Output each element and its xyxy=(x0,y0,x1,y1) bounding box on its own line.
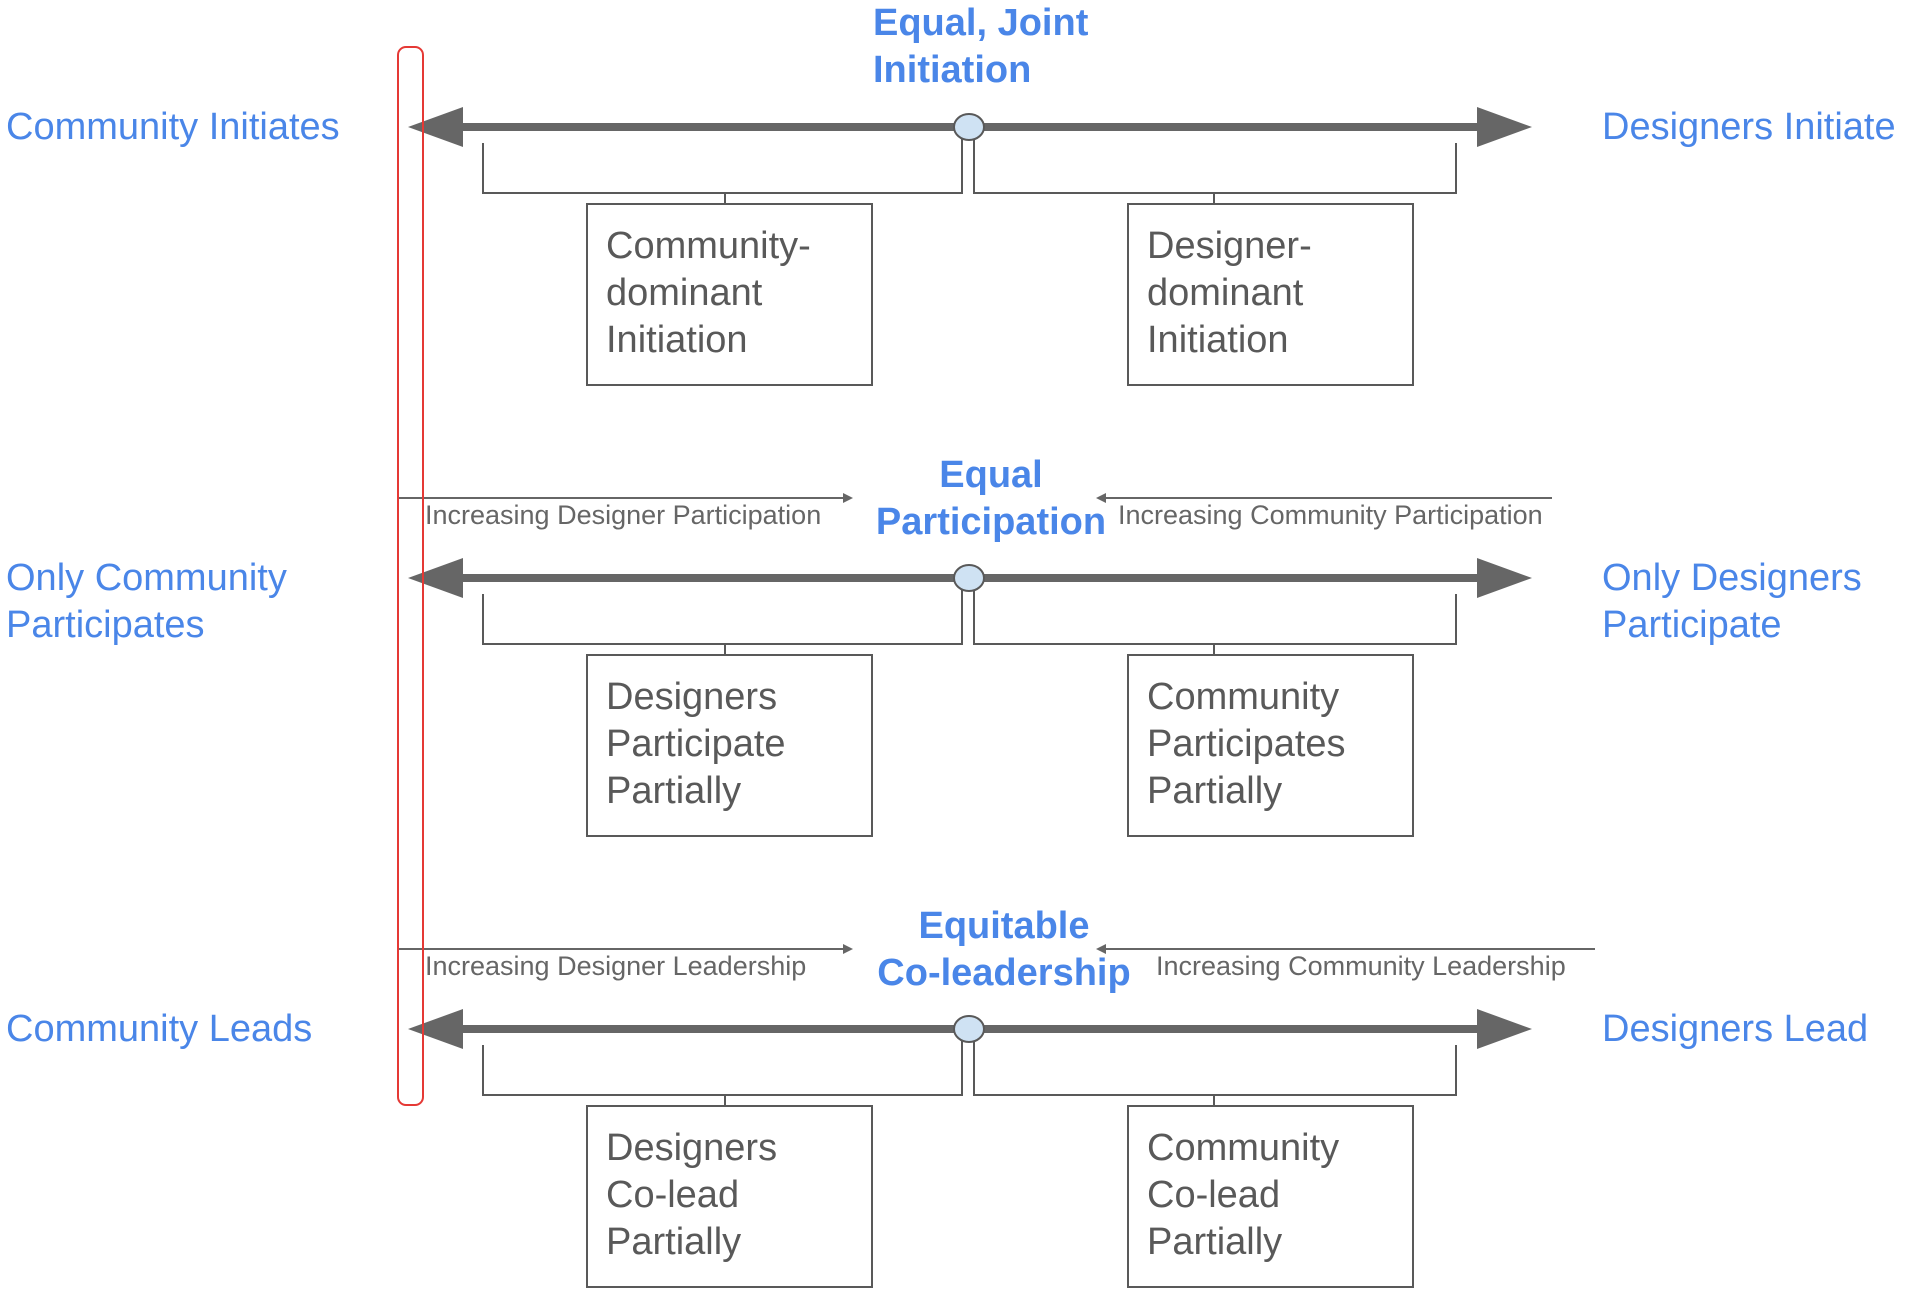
row-1-title: Equal, Joint Initiation xyxy=(873,0,1088,94)
row-2-left-box-line-1: Designers xyxy=(606,676,778,718)
row-1-right-box-line-3: Initiation xyxy=(1147,319,1289,361)
row-3-right-arrow-text: Increasing Community Leadership xyxy=(1156,951,1566,981)
row-1-right-bracket xyxy=(973,137,1457,194)
row-2-right-box-line-1: Community xyxy=(1147,676,1340,718)
row-1-title-line-2: Initiation xyxy=(873,49,1032,91)
row-2-right-arrow-text: Increasing Community Participation xyxy=(1118,500,1543,530)
row-3-right-box-line-1: Community xyxy=(1147,1127,1340,1169)
row-3-right-box: Community Co-lead Partially xyxy=(1127,1105,1414,1288)
row-1-title-line-1: Equal, Joint xyxy=(873,2,1089,44)
row-2-title-line-1: Equal xyxy=(939,454,1043,496)
row-2-right-box-line-2: Participates xyxy=(1147,723,1346,765)
row-2-left-label-line-2: Participates xyxy=(6,604,205,646)
row-3-left-small-arrowhead xyxy=(843,944,853,954)
row-3-right-box-line-2: Co-lead xyxy=(1147,1174,1281,1216)
row-2-left-arrow-text: Increasing Designer Participation xyxy=(425,500,822,530)
row-2-right-box: Community Participates Partially xyxy=(1127,654,1414,837)
row-1-right-label-line-1: Designers Initiate xyxy=(1602,106,1896,148)
row-1-left-box-line-2: dominant xyxy=(606,272,763,314)
row-2-right-label-line-2: Participate xyxy=(1602,604,1782,646)
row-1-left-box-line-3: Initiation xyxy=(606,319,748,361)
row-2-right-arrowhead xyxy=(1477,558,1532,598)
row-2-center-circle xyxy=(953,564,985,592)
row-2-right-label: Only Designers Participate xyxy=(1602,555,1862,649)
row-1-left-label: Community Initiates xyxy=(6,104,340,151)
row-1-left-label-line-1: Community Initiates xyxy=(6,106,340,148)
row-2-left-box-line-2: Participate xyxy=(606,723,786,765)
highlight-rectangle xyxy=(397,46,424,1106)
row-2-right-label-line-1: Only Designers xyxy=(1602,557,1862,599)
row-2-left-small-arrowhead xyxy=(843,493,853,503)
row-2-left-arrowhead xyxy=(408,558,463,598)
row-1-right-label: Designers Initiate xyxy=(1602,104,1896,151)
row-3-right-small-arrowhead xyxy=(1096,944,1106,954)
row-2-right-bracket xyxy=(973,588,1457,645)
row-3-left-box-line-1: Designers xyxy=(606,1127,778,1169)
row-3-left-arrow-text: Increasing Designer Leadership xyxy=(425,951,807,981)
row-2-right-box-line-3: Partially xyxy=(1147,770,1283,812)
row-3-right-arrowhead xyxy=(1477,1009,1532,1049)
row-1-right-arrowhead xyxy=(1477,107,1532,147)
row-1-left-bracket xyxy=(482,137,963,194)
row-3-right-bracket xyxy=(973,1039,1457,1096)
row-3-center-circle xyxy=(953,1015,985,1043)
row-1-center-circle xyxy=(953,113,985,141)
row-1-right-box-line-1: Designer- xyxy=(1147,225,1312,267)
row-3-left-box-line-3: Partially xyxy=(606,1221,742,1263)
row-1-left-box: Community- dominant Initiation xyxy=(586,203,873,386)
row-2-right-small-arrowhead xyxy=(1096,493,1106,503)
row-3-left-box-line-2: Co-lead xyxy=(606,1174,740,1216)
row-3-left-bracket xyxy=(482,1039,963,1096)
row-1-right-box-line-2: dominant xyxy=(1147,272,1304,314)
row-2-left-label-line-1: Only Community xyxy=(6,557,287,599)
row-2-title: Equal Participation xyxy=(873,452,1109,546)
row-3-right-box-line-3: Partially xyxy=(1147,1221,1283,1263)
row-1-right-box: Designer- dominant Initiation xyxy=(1127,203,1414,386)
row-1-left-box-line-1: Community- xyxy=(606,225,811,267)
row-3-title-line-1: Equitable xyxy=(918,905,1090,947)
row-3-left-box: Designers Co-lead Partially xyxy=(586,1105,873,1288)
row-1-left-arrowhead xyxy=(408,107,463,147)
row-3-right-label-line-1: Designers Lead xyxy=(1602,1008,1869,1050)
row-3-left-arrowhead xyxy=(408,1009,463,1049)
row-3-title-line-2: Co-leadership xyxy=(877,952,1131,994)
row-3-right-label: Designers Lead xyxy=(1602,1006,1868,1053)
row-3-left-label: Community Leads xyxy=(6,1006,312,1053)
row-3-title: Equitable Co-leadership xyxy=(870,903,1138,997)
row-2-title-line-2: Participation xyxy=(875,501,1107,543)
row-2-left-label: Only Community Participates xyxy=(6,555,287,649)
row-2-left-box: Designers Participate Partially xyxy=(586,654,873,837)
row-2-left-bracket xyxy=(482,588,963,645)
row-2-left-box-line-3: Partially xyxy=(606,770,742,812)
row-3-left-label-line-1: Community Leads xyxy=(6,1008,313,1050)
